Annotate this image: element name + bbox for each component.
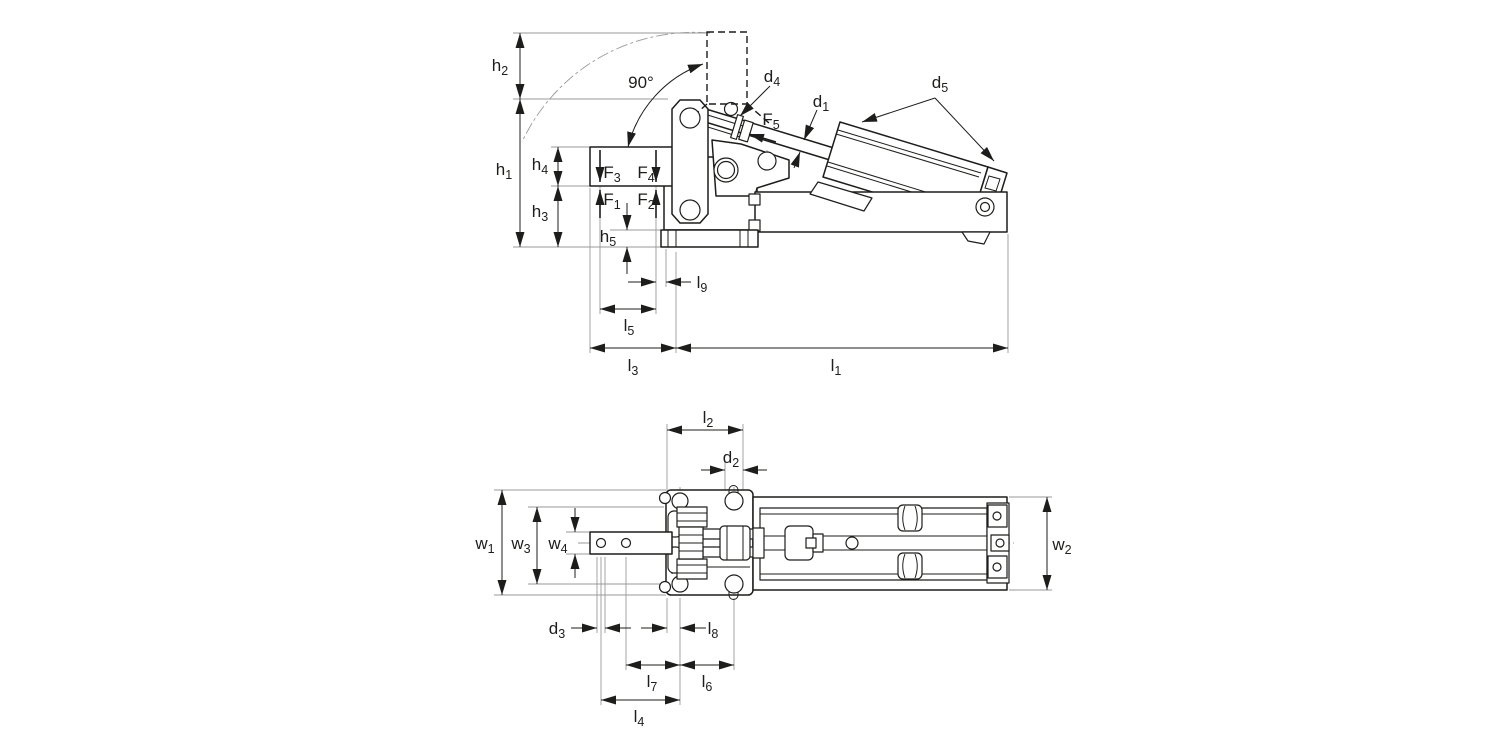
rod-clevis-nut bbox=[723, 101, 754, 143]
rear-cap-plan bbox=[986, 502, 1010, 584]
arm-pivot-hole bbox=[679, 199, 701, 221]
dim-h5: h5 bbox=[600, 203, 632, 274]
force-arrows bbox=[595, 150, 661, 218]
dim-d2: d2 bbox=[701, 448, 767, 475]
label-h1: h1 bbox=[496, 160, 512, 182]
air-port-upper bbox=[748, 193, 761, 206]
leader-d4 bbox=[739, 85, 771, 117]
dim-h2: h2 bbox=[492, 33, 525, 99]
label-w2: w2 bbox=[1051, 535, 1071, 557]
label-h3: h3 bbox=[532, 202, 548, 224]
label-F2: F2 bbox=[637, 190, 654, 212]
label-l2: l2 bbox=[703, 408, 714, 430]
label-l8: l8 bbox=[708, 619, 719, 641]
label-d3: d3 bbox=[549, 619, 565, 641]
toggle-linkage-plan bbox=[667, 506, 824, 580]
dim-l6: l6 bbox=[680, 660, 734, 694]
dim-l2: l2 bbox=[667, 408, 743, 435]
label-l4: l4 bbox=[634, 707, 645, 729]
label-l5: l5 bbox=[624, 316, 635, 338]
label-F1: F1 bbox=[603, 190, 620, 212]
leader-d1 bbox=[790, 109, 818, 169]
mounting-hole-br bbox=[724, 574, 744, 594]
clevis-fork bbox=[752, 527, 765, 559]
dim-h3: h3 bbox=[532, 186, 563, 247]
cylinder-trunnion bbox=[809, 181, 873, 212]
label-h2: h2 bbox=[492, 56, 508, 78]
label-d5: d5 bbox=[932, 73, 948, 95]
dim-l4: l4 bbox=[601, 695, 680, 729]
mounting-hole-tr bbox=[724, 491, 744, 511]
leader-d5 bbox=[861, 97, 995, 162]
hex-nut-top bbox=[676, 506, 708, 528]
label-h5: h5 bbox=[600, 227, 616, 249]
label-F3: F3 bbox=[603, 163, 620, 185]
dim-h1: h1 bbox=[496, 99, 525, 247]
dim-l1: l1 bbox=[676, 343, 1008, 378]
label-l3: l3 bbox=[628, 356, 639, 378]
label-h4: h4 bbox=[532, 155, 548, 177]
swing-arc-centerline bbox=[521, 31, 711, 143]
dim-w3: w3 bbox=[510, 507, 542, 584]
dim-l8: l8 bbox=[641, 619, 718, 641]
dim-d3: d3 bbox=[549, 619, 631, 641]
plan-view: l2 d2 w1 w3 w4 w2 d3 bbox=[474, 408, 1071, 729]
dim-w4: w4 bbox=[547, 508, 580, 578]
label-d1: d1 bbox=[813, 92, 829, 114]
rod-hole bbox=[845, 536, 859, 550]
roller-pin bbox=[723, 101, 739, 117]
toggle-link-plate bbox=[711, 139, 790, 197]
bar-hole-2 bbox=[620, 537, 632, 549]
rail-end-tab bbox=[961, 231, 991, 245]
dim-h4: h4 bbox=[532, 147, 563, 186]
label-l9: l9 bbox=[697, 273, 708, 295]
dim-w2: w2 bbox=[1042, 497, 1072, 590]
dim-w1: w1 bbox=[474, 490, 507, 595]
base-flange bbox=[660, 229, 759, 248]
label-l7: l7 bbox=[647, 672, 658, 694]
side-view: 90° h2 h1 h4 h3 h5 bbox=[492, 31, 1009, 378]
label-w1: w1 bbox=[474, 534, 494, 556]
hex-nut-bottom bbox=[676, 558, 708, 580]
label-w3: w3 bbox=[510, 534, 530, 556]
label-w4: w4 bbox=[547, 534, 567, 556]
label-l1: l1 bbox=[831, 356, 842, 378]
clamp-arm bbox=[671, 99, 709, 224]
label-angle: 90° bbox=[628, 73, 654, 92]
dim-l5: l5 bbox=[600, 304, 656, 338]
swing-arc: 90° bbox=[627, 63, 704, 148]
label-d4: d4 bbox=[764, 67, 780, 89]
label-d2: d2 bbox=[723, 448, 739, 470]
label-l6: l6 bbox=[702, 672, 713, 694]
clamp-bar-plan bbox=[589, 531, 673, 555]
label-F4: F4 bbox=[637, 163, 654, 185]
arm-upper-hole bbox=[679, 107, 701, 129]
dim-l9: l9 bbox=[628, 273, 707, 295]
mount-rail bbox=[748, 191, 1008, 245]
dim-l3: l3 bbox=[590, 343, 676, 378]
front-tie-rod-nuts bbox=[897, 504, 923, 580]
force-arrow-F5 bbox=[748, 133, 777, 143]
keyhole-notch-tl bbox=[658, 491, 672, 505]
label-F5: F5 bbox=[762, 110, 779, 132]
keyhole-notch-bl bbox=[658, 580, 672, 594]
dim-l7: l7 bbox=[626, 660, 680, 694]
bar-hole-1 bbox=[595, 537, 607, 549]
coupler-block bbox=[719, 525, 751, 561]
